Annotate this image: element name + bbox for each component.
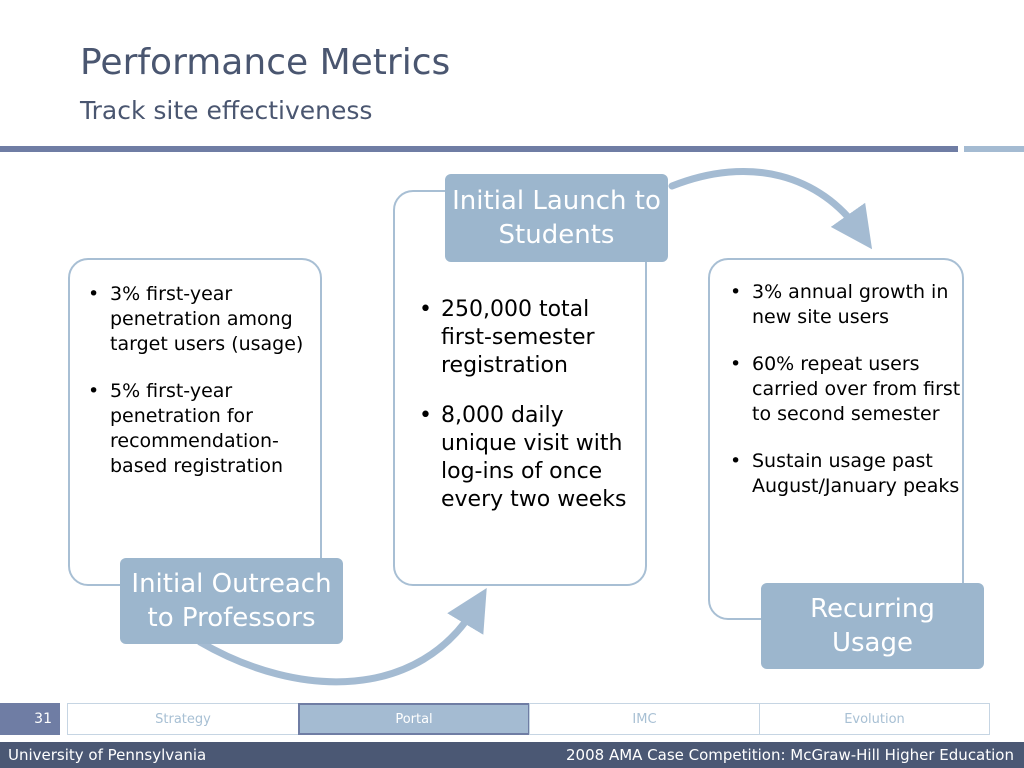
stage-label-outreach: Initial Outreach to Professors: [120, 558, 343, 644]
stage-label-recurring: Recurring Usage: [761, 583, 984, 669]
list-item: 3% annual growth in new site users: [730, 280, 962, 330]
tab-strategy[interactable]: Strategy: [67, 703, 299, 735]
section-nav-bar: 31 Strategy Portal IMC Evolution: [0, 703, 1024, 735]
tab-evolution[interactable]: Evolution: [759, 703, 990, 735]
title-divider: [0, 146, 958, 152]
footer-event: 2008 AMA Case Competition: McGraw-Hill H…: [566, 746, 1014, 764]
list-item: Sustain usage past August/January peaks: [730, 449, 962, 499]
tab-portal[interactable]: Portal: [298, 703, 530, 735]
stage-box-recurring: 3% annual growth in new site users 60% r…: [708, 258, 964, 620]
footer-organization: University of Pennsylvania: [8, 746, 207, 764]
stage-bullets: 3% first-year penetration among target u…: [88, 282, 312, 501]
footer-bar: University of Pennsylvania 2008 AMA Case…: [0, 742, 1024, 768]
stage-bullets: 250,000 total first-semester registratio…: [419, 296, 641, 536]
slide-title: Performance Metrics: [80, 42, 451, 83]
stage-bullets: 3% annual growth in new site users 60% r…: [730, 280, 962, 521]
tab-imc[interactable]: IMC: [529, 703, 760, 735]
slide-subtitle: Track site effectiveness: [80, 96, 373, 125]
stage-label-launch: Initial Launch to Students: [445, 174, 668, 262]
list-item: 60% repeat users carried over from first…: [730, 352, 962, 427]
stage-box-outreach: 3% first-year penetration among target u…: [68, 258, 322, 586]
slide-number: 31: [0, 703, 60, 735]
flow-arrow-2: [668, 167, 873, 250]
list-item: 3% first-year penetration among target u…: [88, 282, 312, 357]
list-item: 5% first-year penetration for recommenda…: [88, 379, 312, 479]
list-item: 8,000 daily unique visit with log-ins of…: [419, 402, 641, 514]
list-item: 250,000 total first-semester registratio…: [419, 296, 641, 380]
title-divider-accent: [964, 146, 1024, 152]
